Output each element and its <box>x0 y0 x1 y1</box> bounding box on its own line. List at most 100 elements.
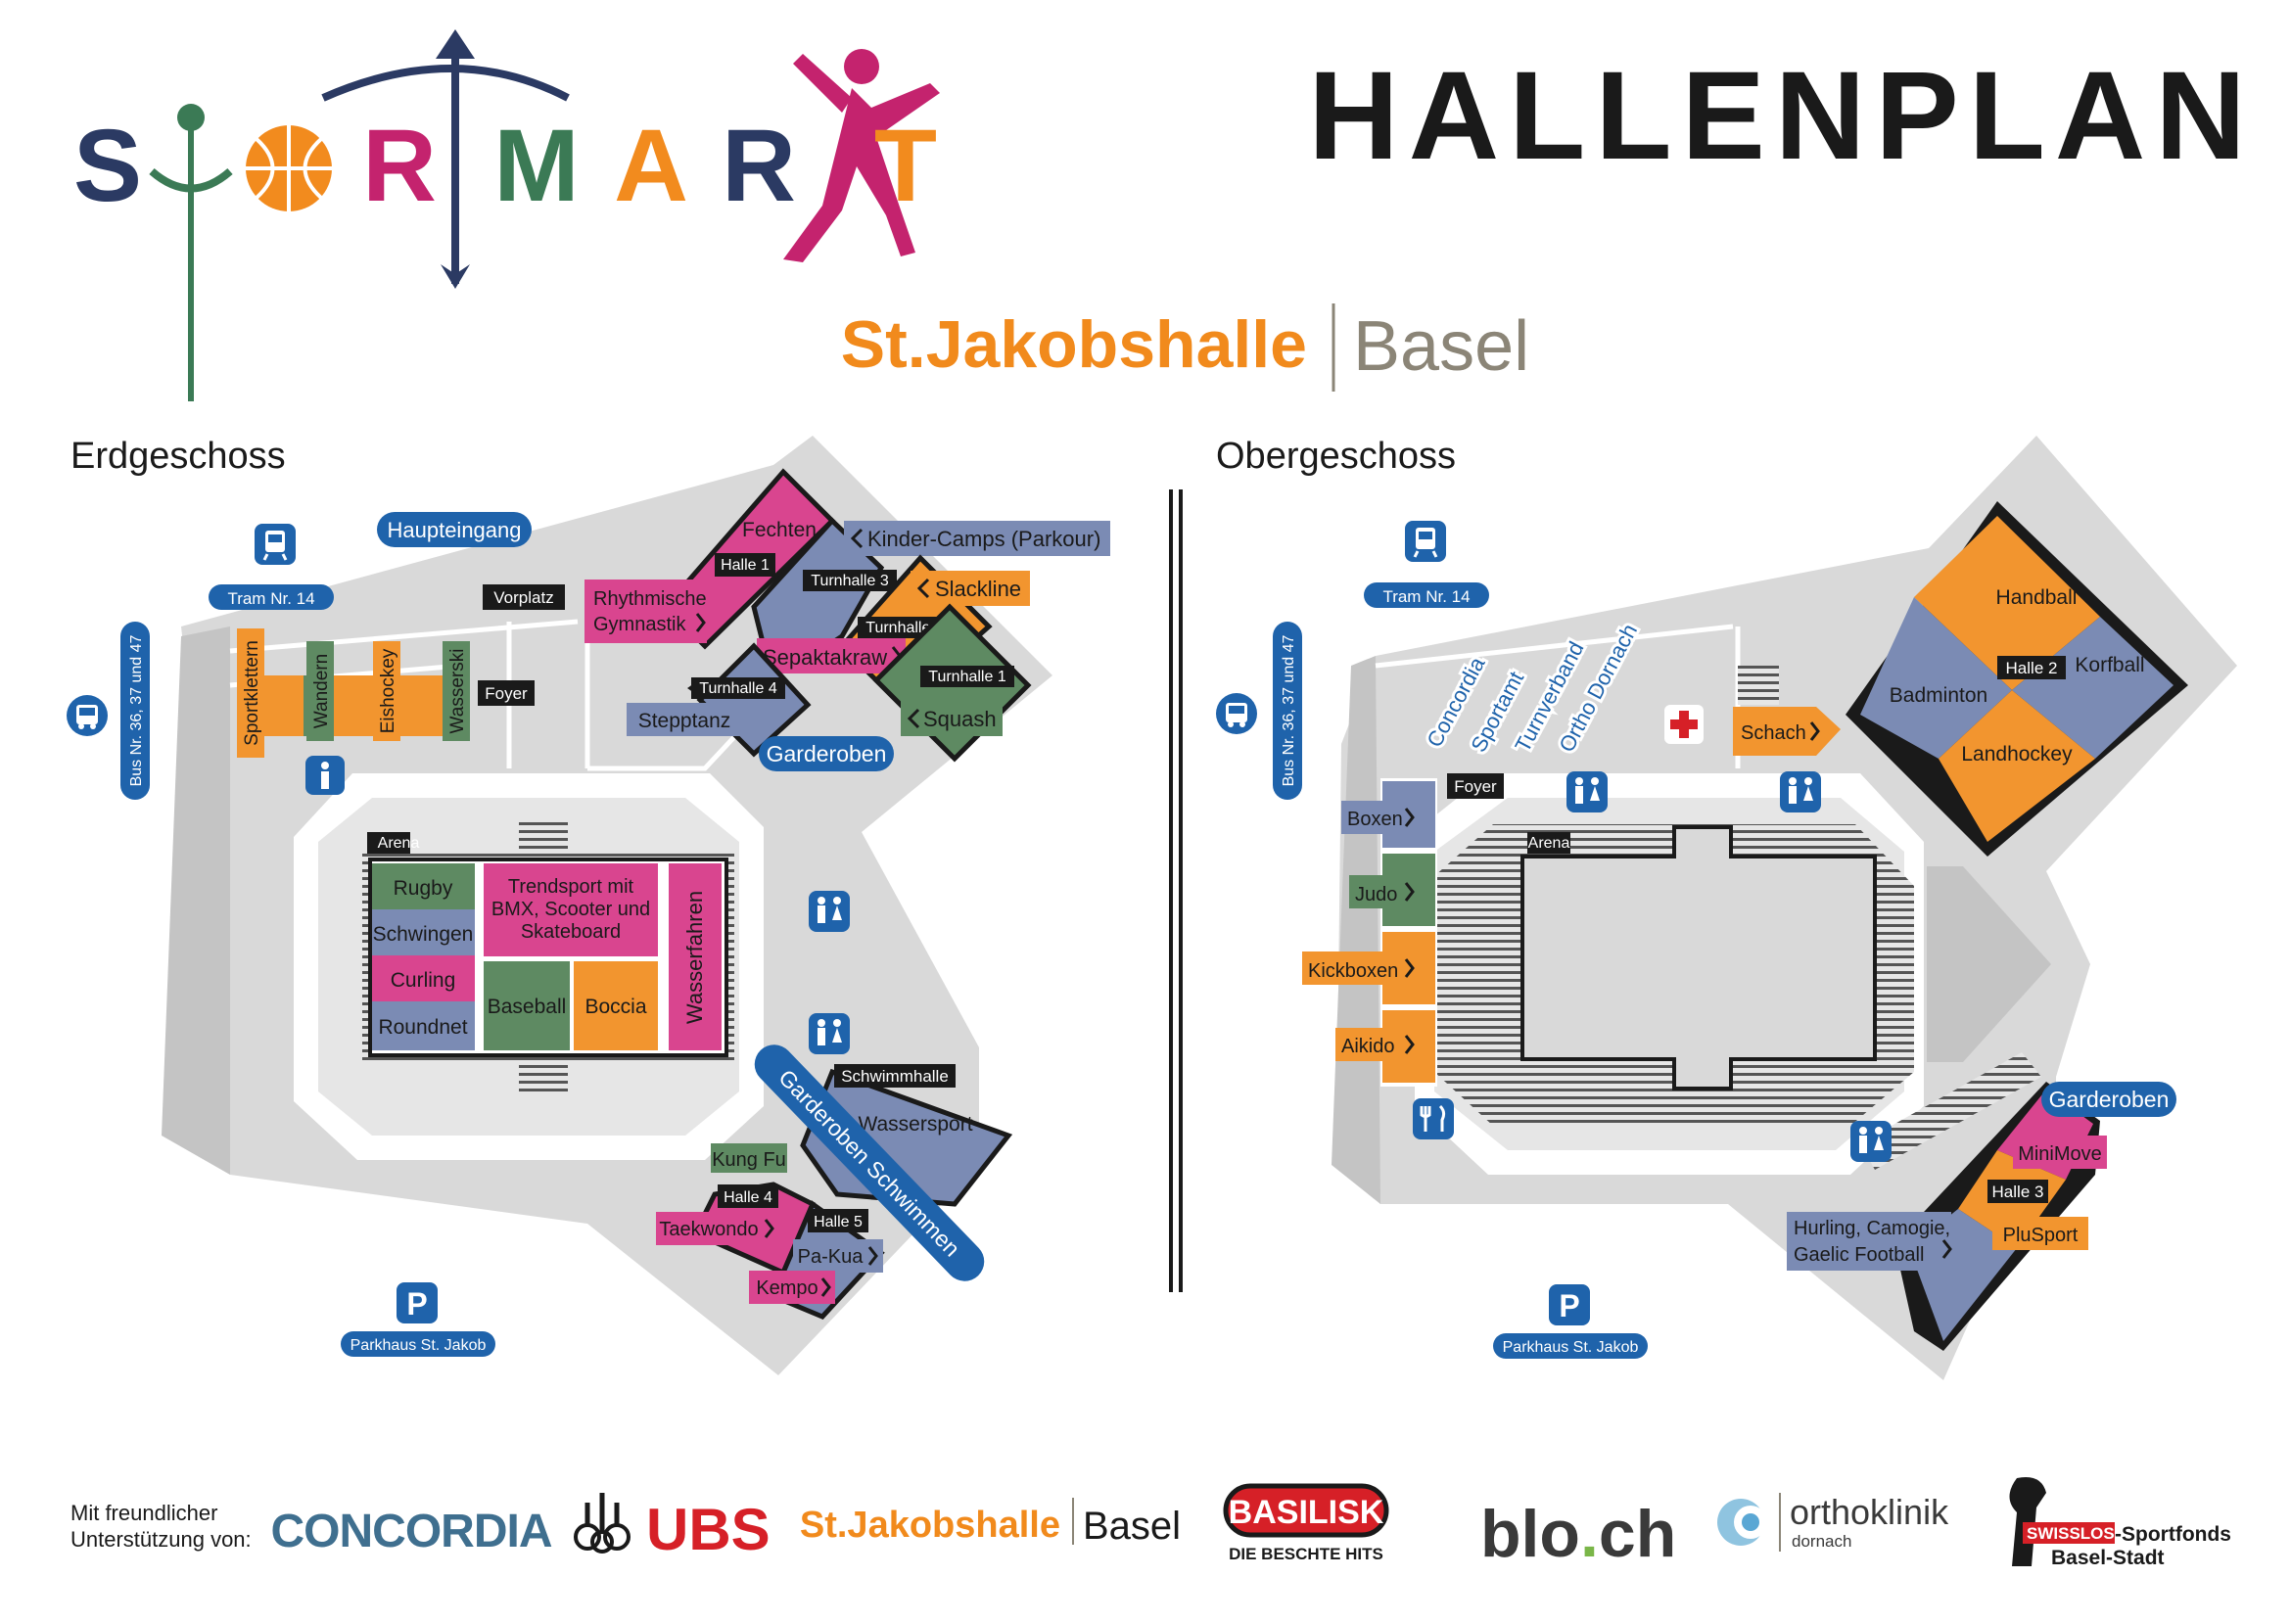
restaurant-icon <box>1413 1098 1454 1139</box>
logo-letter-a: A <box>614 109 688 223</box>
trendsport-label-1: Trendsport mit <box>508 876 634 898</box>
bloch-dot: . <box>1580 1497 1599 1571</box>
ground-floor-heading: Erdgeschoss <box>70 436 286 477</box>
sponsor-footer: Mit freundlicher Unterstützung von: CONC… <box>70 1477 2231 1571</box>
garderoben-pill-ground[interactable] <box>759 736 894 771</box>
bus-label-upper: Bus Nr. 36, 37 und 47 <box>1281 635 1297 787</box>
halle5-label: Halle 5 <box>814 1214 863 1230</box>
orthoklinik-sub: dornach <box>1792 1532 1851 1551</box>
upper-labels: Tram Nr. 14 Bus Nr. 36, 37 und 47 Parkha… <box>1273 582 1648 1359</box>
taekwondo-area[interactable] <box>656 1212 775 1245</box>
basilisk-wordmark: BASILISK <box>1229 1494 1384 1531</box>
schwingen-area[interactable] <box>372 909 475 955</box>
parkhaus-pill-upper[interactable] <box>1493 1333 1648 1359</box>
wasserski-label: Wasserski <box>447 649 468 734</box>
pakua-area[interactable] <box>793 1239 883 1273</box>
haupteingang-label: Haupteingang <box>387 518 521 542</box>
sportklettern-area[interactable] <box>237 628 264 758</box>
badminton-label: Badminton <box>1890 684 1987 707</box>
bus-pill-ground[interactable] <box>120 622 150 800</box>
stepptanz-area[interactable] <box>627 703 742 736</box>
toilet-icon <box>809 1013 850 1054</box>
boxen-label: Boxen <box>1347 809 1403 830</box>
fechten-label: Fechten <box>742 519 817 541</box>
sepaktakraw-label: Sepaktakraw <box>763 645 887 670</box>
parking-icon: P <box>397 1282 438 1323</box>
plusport-label: PluSport <box>2003 1225 2079 1246</box>
tram-pill-ground[interactable] <box>209 584 334 610</box>
sepaktakraw-area[interactable] <box>757 638 906 673</box>
landhockey-area[interactable] <box>1939 690 2095 842</box>
basilisk-logo: BASILISK DIE BESCHTE HITS <box>1223 1483 1389 1563</box>
judo-label: Judo <box>1355 884 1397 905</box>
sportklettern-label: Sportklettern <box>242 640 262 746</box>
badminton-area[interactable] <box>1860 597 2012 759</box>
wasserski-area[interactable] <box>443 641 470 741</box>
parkhaus-pill-ground[interactable] <box>341 1331 495 1357</box>
eishockey-label: Eishockey <box>378 648 398 733</box>
rhythm-label-2: Gymnastik <box>593 614 686 635</box>
rhythmische-gymnastik-area[interactable] <box>584 580 707 643</box>
roundnet-area[interactable] <box>372 1001 475 1050</box>
garderoben-label-ground: Garderoben <box>767 741 887 766</box>
toilet-icon <box>809 891 850 932</box>
squash-area[interactable] <box>901 701 1003 736</box>
ubs-keys-icon <box>574 1493 631 1554</box>
swisslos-label: SWISSLOS <box>2027 1524 2115 1543</box>
basel-stadt-label: Basel-Stadt <box>2051 1547 2165 1569</box>
ground-labels: Haupteingang Tram Nr. 14 Bus Nr. 36, 37 … <box>120 512 894 1357</box>
ubs-wordmark: UBS <box>646 1497 771 1562</box>
rugby-area[interactable] <box>372 863 475 909</box>
fencing-sword-icon <box>149 104 233 401</box>
boccia-area[interactable] <box>574 961 658 1050</box>
logo-letter-m: M <box>493 109 579 223</box>
trendsport-label-2: BMX, Scooter und <box>491 899 650 920</box>
foyer-label-upper: Foyer <box>1454 777 1497 796</box>
parking-icon: P <box>1549 1284 1590 1325</box>
garderoben-pill-upper[interactable] <box>2041 1082 2176 1117</box>
bus-icon <box>1216 693 1257 734</box>
trendsport-label-3: Skateboard <box>521 921 621 943</box>
orthoklinik-mark-icon <box>1717 1499 1767 1546</box>
kinder-camps-area[interactable] <box>844 521 1110 556</box>
logo-letter-r2: R <box>722 109 796 223</box>
curling-area[interactable] <box>372 955 475 1001</box>
parkhaus-label-ground: Parkhaus St. Jakob <box>351 1337 487 1354</box>
ubs-logo: UBS <box>574 1493 771 1562</box>
schach-area[interactable] <box>1733 707 1841 756</box>
kinder-camps-label: Kinder-Camps (Parkour) <box>867 527 1100 551</box>
turnhalle3-label: Turnhalle 3 <box>811 573 889 589</box>
wasserfahren-area[interactable] <box>669 863 722 1050</box>
trendsport-area[interactable] <box>484 863 658 956</box>
eishockey-area[interactable] <box>373 641 400 741</box>
schwingen-label: Schwingen <box>373 923 474 946</box>
garderoben-schwimmen-pill[interactable] <box>746 1037 992 1289</box>
kungfu-area[interactable] <box>711 1143 787 1173</box>
wassersport-label: Wassersport <box>858 1113 972 1136</box>
ground-halls-south: Schwimmhalle Wassersport Kung Fu Halle 4… <box>656 1037 1013 1320</box>
concordia-logo: CONCORDIA <box>271 1506 552 1557</box>
squash-label: Squash <box>923 707 997 731</box>
bus-pill-upper[interactable] <box>1273 622 1302 800</box>
tram-pill-upper[interactable] <box>1364 582 1489 608</box>
wandern-area[interactable] <box>306 641 334 741</box>
turnhalle4-label: Turnhalle 4 <box>699 680 777 697</box>
halle3-label: Halle 3 <box>1992 1183 2044 1201</box>
handball-area[interactable] <box>1914 516 2100 690</box>
haupteingang-pill[interactable] <box>377 512 532 547</box>
kempo-area[interactable] <box>749 1271 835 1304</box>
wasserfahren-label: Wasserfahren <box>682 891 707 1024</box>
korfball-area[interactable] <box>2012 617 2173 759</box>
upper-arena-label: Arena <box>1528 835 1570 852</box>
baseball-label: Baseball <box>488 996 567 1018</box>
tram-icon <box>1405 521 1446 562</box>
vorplatz-label: Vorplatz <box>493 588 553 607</box>
halle1-label: Halle 1 <box>721 557 770 574</box>
korfball-label: Korfball <box>2075 654 2144 676</box>
baseball-area[interactable] <box>484 961 570 1050</box>
taekwondo-label: Taekwondo <box>659 1219 758 1240</box>
wandern-label: Wandern <box>311 654 332 728</box>
schach-label: Schach <box>1741 722 1806 744</box>
slackline-area[interactable] <box>911 571 1030 606</box>
